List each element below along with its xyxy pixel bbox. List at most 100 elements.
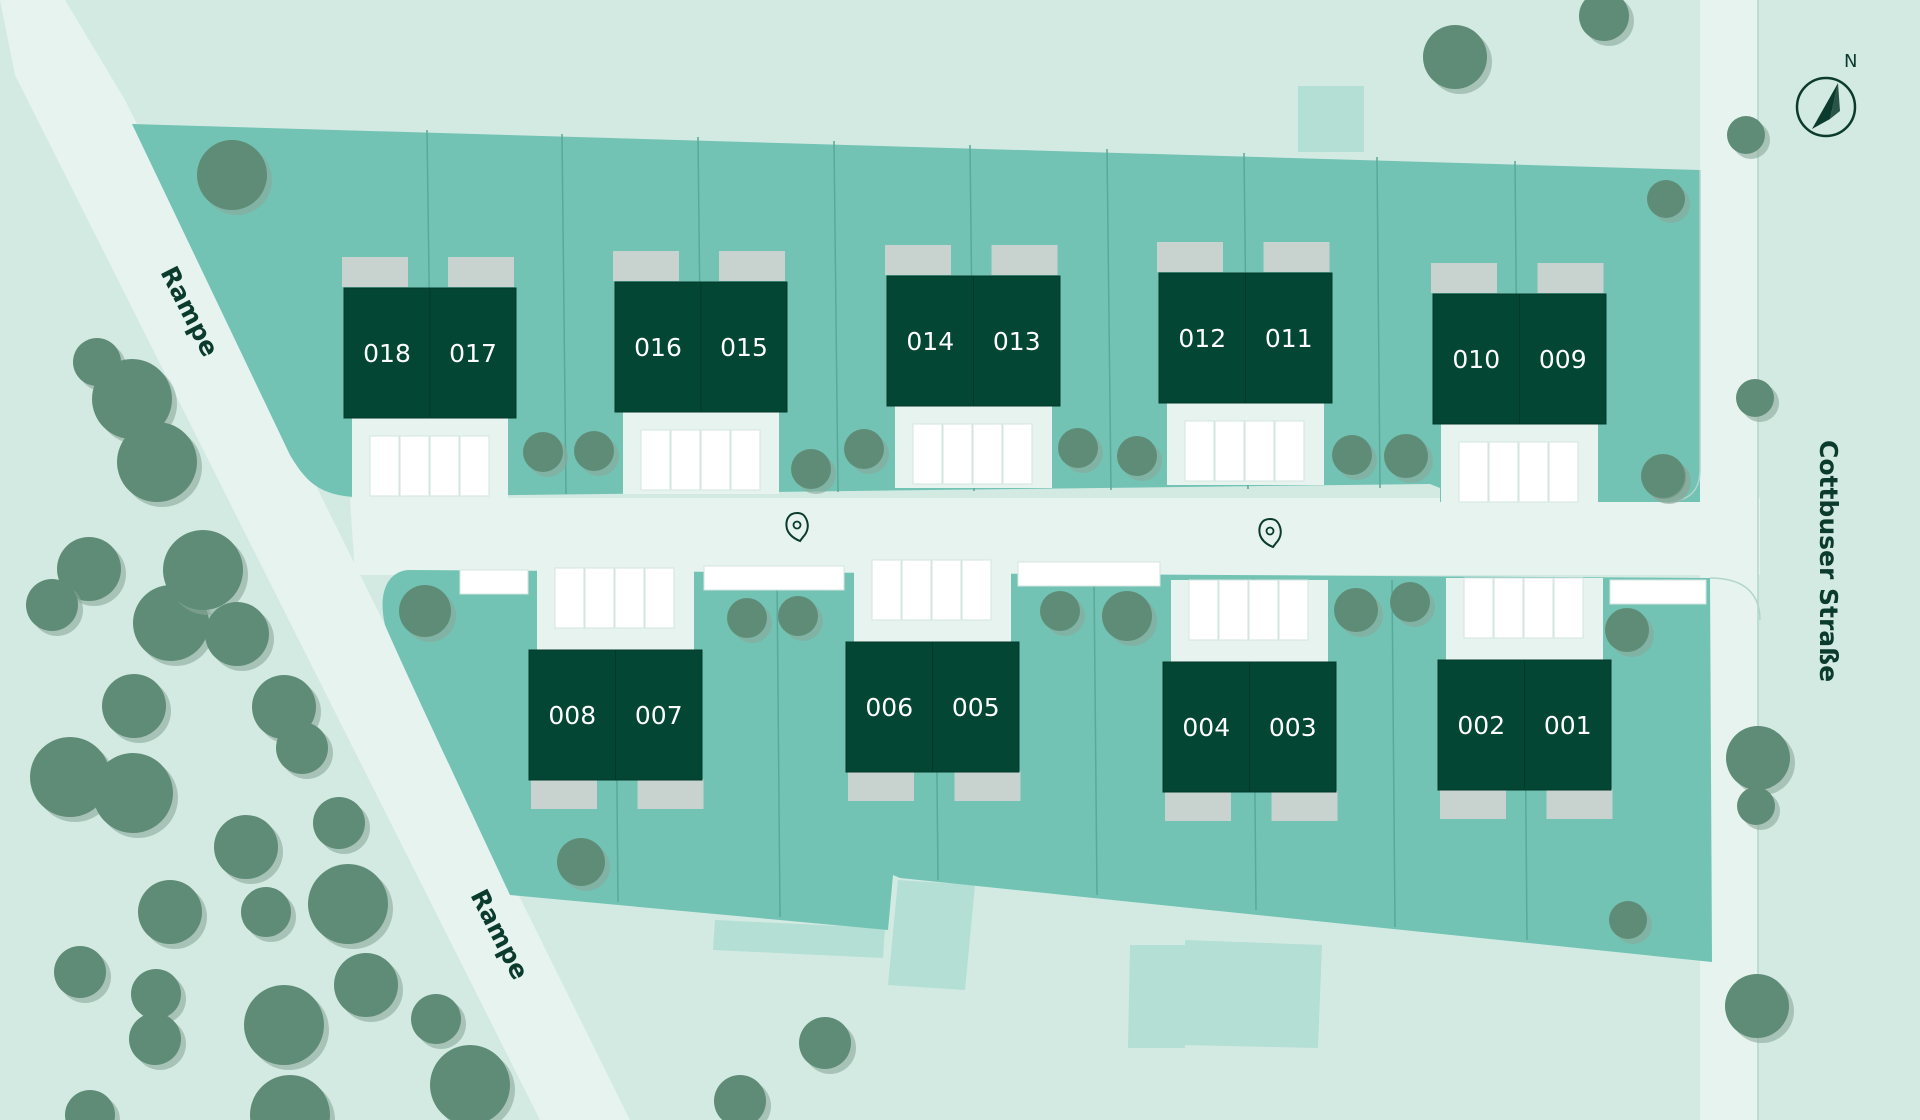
terrace: [448, 257, 514, 287]
unit-number-label: 001: [1544, 711, 1592, 740]
house-footprint: [1249, 661, 1337, 793]
house-unit-018[interactable]: 018: [343, 287, 431, 419]
terrace: [531, 779, 597, 809]
tree-icon: [57, 537, 126, 606]
tree-icon: [399, 585, 456, 642]
parking-space: [1002, 423, 1033, 485]
tree-icon: [574, 431, 619, 476]
house-footprint: [429, 287, 517, 419]
parking-space: [972, 423, 1003, 485]
tree-icon: [308, 864, 393, 949]
house-unit-017[interactable]: 017: [429, 287, 517, 419]
terraces: [342, 242, 1613, 821]
terrace: [1263, 242, 1330, 272]
terrace: [1440, 789, 1506, 819]
building-south-2: [888, 880, 975, 990]
tree-icon: [1332, 435, 1377, 480]
house-unit-011[interactable]: 011: [1245, 272, 1333, 404]
unit-number-label: 016: [634, 333, 682, 362]
parking-space: [912, 423, 943, 485]
house-unit-016[interactable]: 016: [614, 281, 702, 413]
parking-strip: [703, 565, 845, 591]
house-footprint: [1432, 293, 1520, 425]
parking-space: [614, 567, 645, 629]
tree-icon: [129, 1013, 186, 1070]
house-unit-005[interactable]: 005: [932, 641, 1020, 773]
tree-icon: [1605, 608, 1654, 657]
tree-icon: [131, 969, 186, 1024]
plot-south: [382, 570, 1713, 962]
unit-number-label: 017: [449, 339, 497, 368]
tree-icon: [1058, 428, 1103, 473]
parking-space: [1244, 420, 1275, 482]
tree-icon: [523, 432, 568, 477]
parking-space: [1274, 420, 1305, 482]
house-unit-007[interactable]: 007: [615, 649, 703, 781]
surrounding-buildings: [713, 86, 1364, 1048]
parking-space: [961, 559, 992, 621]
terrace: [1157, 242, 1223, 272]
terrace: [991, 245, 1058, 275]
house-footprint: [886, 275, 974, 407]
house-unit-013[interactable]: 013: [973, 275, 1061, 407]
tree-icon: [26, 579, 83, 636]
house-footprint: [615, 649, 703, 781]
house-footprint: [343, 287, 431, 419]
parking-space: [670, 429, 701, 491]
tree-icon: [1040, 591, 1085, 636]
unit-number-label: 014: [906, 327, 954, 356]
house-unit-001[interactable]: 001: [1524, 659, 1612, 791]
tree-icon: [54, 946, 111, 1003]
parking-space: [399, 435, 430, 497]
parking-space: [1248, 579, 1279, 641]
house-footprint: [1162, 661, 1250, 793]
tree-icon: [844, 429, 889, 474]
parking-space: [459, 435, 490, 497]
house-unit-014[interactable]: 014: [886, 275, 974, 407]
tree-icon: [1579, 0, 1634, 46]
parking-space: [644, 567, 675, 629]
parking-space: [584, 567, 615, 629]
house-unit-004[interactable]: 004: [1162, 661, 1250, 793]
parking-space: [1553, 577, 1584, 639]
house-unit-006[interactable]: 006: [845, 641, 933, 773]
parking-space: [1184, 420, 1215, 482]
parking-space: [1188, 579, 1219, 641]
tree-icon: [334, 953, 403, 1022]
house-unit-010[interactable]: 010: [1432, 293, 1520, 425]
tree-icon: [1737, 787, 1780, 830]
house-unit-002[interactable]: 002: [1437, 659, 1525, 791]
tree-icon: [205, 602, 274, 671]
house-unit-012[interactable]: 012: [1158, 272, 1246, 404]
house-unit-009[interactable]: 009: [1519, 293, 1607, 425]
house-unit-003[interactable]: 003: [1249, 661, 1337, 793]
house-footprint: [1158, 272, 1246, 404]
compass-north-label: N: [1844, 51, 1857, 72]
tree-icon: [1641, 454, 1690, 503]
unit-number-label: 009: [1539, 345, 1587, 374]
unit-number-label: 006: [865, 693, 913, 722]
parking-strip: [1017, 561, 1161, 587]
tree-icon: [430, 1045, 515, 1120]
map-marker-icon[interactable]: [1258, 517, 1282, 549]
terrace: [848, 771, 914, 801]
terrace: [1546, 789, 1613, 819]
house-footprint: [614, 281, 702, 413]
terrace: [954, 771, 1021, 801]
parking-space: [1548, 441, 1579, 503]
house-unit-008[interactable]: 008: [528, 649, 616, 781]
terrace: [885, 245, 951, 275]
parking-strip: [459, 569, 529, 595]
house-unit-015[interactable]: 015: [700, 281, 788, 413]
tree-icon: [778, 596, 823, 641]
road-label-cottbuser-strasse: Cottbuser Straße: [1814, 440, 1843, 682]
map-marker-icon[interactable]: [785, 511, 809, 543]
parking-space: [931, 559, 962, 621]
tree-icon: [799, 1017, 856, 1074]
tree-icon: [117, 422, 202, 507]
unit-number-label: 002: [1457, 711, 1505, 740]
unit-number-label: 012: [1178, 324, 1226, 353]
parking-space: [369, 435, 400, 497]
